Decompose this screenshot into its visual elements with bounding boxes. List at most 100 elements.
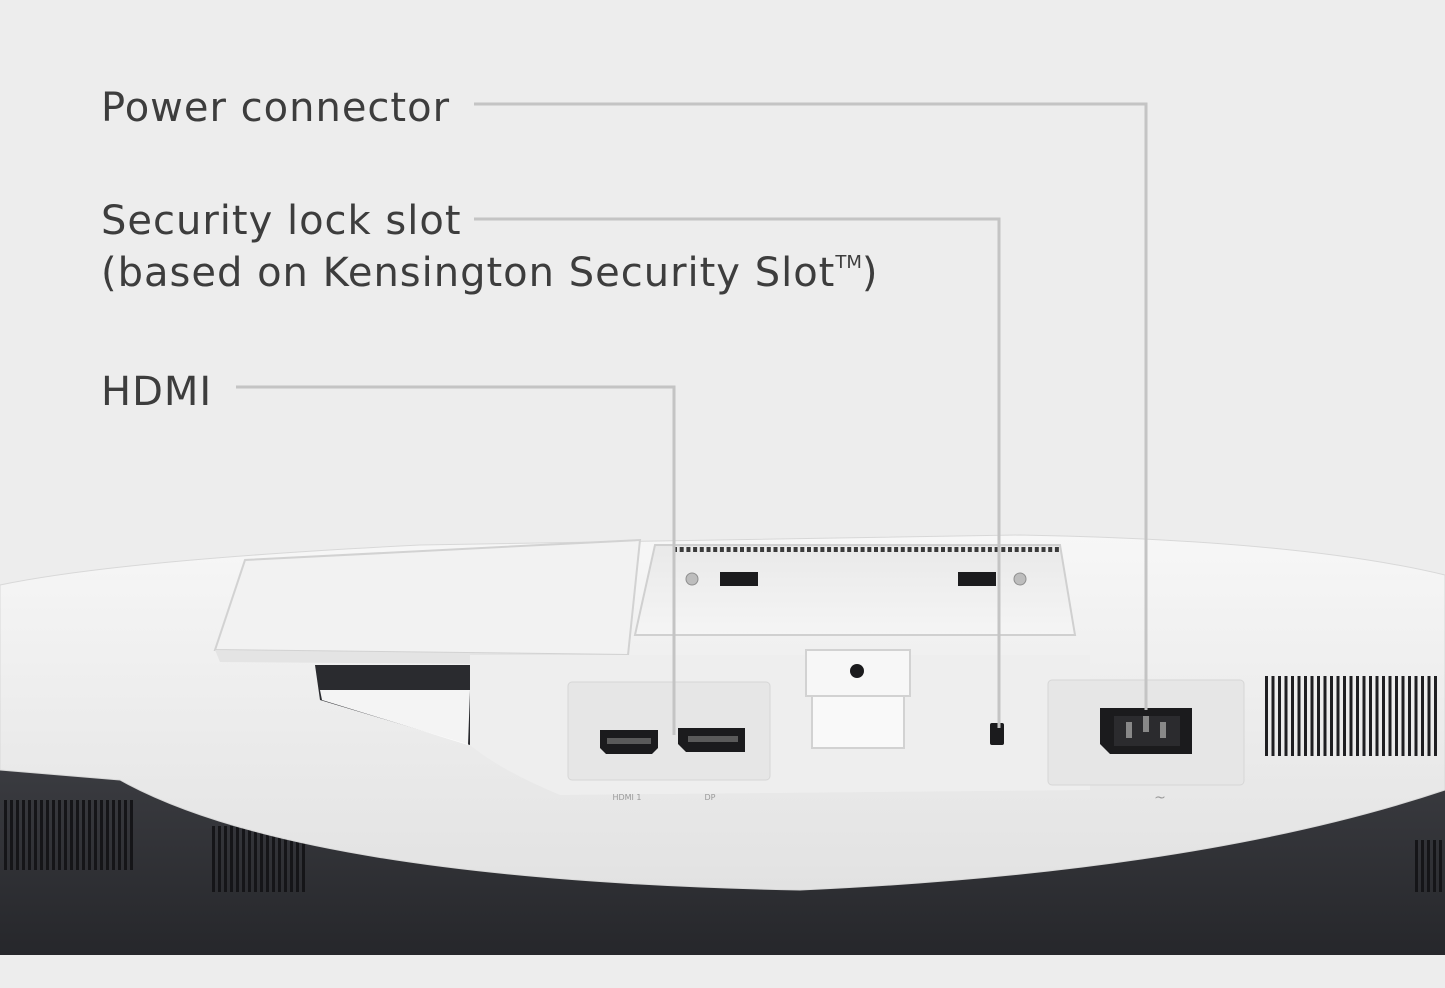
vent-slat — [212, 826, 215, 892]
vent-slat — [1395, 676, 1398, 756]
vent-dot — [934, 547, 939, 552]
vent-dot — [954, 547, 959, 552]
vent-dot — [967, 547, 972, 552]
vent-dot — [693, 547, 698, 552]
vent-slat — [266, 826, 269, 892]
vent-slat — [118, 800, 121, 870]
vent-dot — [914, 547, 919, 552]
vent-slat — [278, 826, 281, 892]
security-subtitle-close: ) — [861, 250, 879, 296]
vent-slat — [100, 800, 103, 870]
right-base-vent — [1415, 840, 1442, 892]
vent-dot — [1021, 547, 1026, 552]
video-port-bay — [567, 681, 771, 781]
vent-slat — [248, 826, 251, 892]
vent-dot — [987, 547, 992, 552]
vent-slat — [16, 800, 19, 870]
monitor-base-band — [0, 770, 1445, 955]
vent-slat — [52, 800, 55, 870]
vent-dot — [753, 547, 758, 552]
vent-slat — [284, 826, 287, 892]
vent-slat — [1375, 676, 1379, 756]
vent-dot — [726, 547, 731, 552]
vent-slat — [1278, 676, 1281, 756]
vent-slat — [1433, 840, 1436, 892]
vent-dot — [941, 547, 945, 552]
vent-slat — [4, 800, 7, 870]
vent-dot — [780, 547, 785, 552]
displayport-port — [678, 728, 745, 752]
vent-dot — [746, 547, 751, 552]
vent-slat — [1317, 676, 1320, 756]
vesa-vent-dots — [673, 547, 1059, 552]
vesa-recess — [633, 544, 1077, 636]
vent-slat — [46, 800, 49, 870]
vent-dot — [773, 547, 778, 552]
vent-slat — [254, 826, 257, 892]
vent-dot — [760, 547, 765, 552]
vent-slat — [1284, 676, 1288, 756]
power-connector-leader — [474, 102, 1148, 710]
vent-dot — [920, 547, 925, 552]
vent-dot — [994, 547, 999, 552]
vent-slat — [290, 826, 293, 892]
vent-slat — [1415, 840, 1418, 892]
vent-slat — [236, 826, 239, 892]
vent-slat — [70, 800, 73, 870]
vent-slat — [1291, 676, 1294, 756]
vent-dot — [800, 547, 805, 552]
vent-dot — [887, 547, 892, 552]
vent-slat — [58, 800, 61, 870]
vent-slat — [1356, 676, 1359, 756]
vent-slat — [1427, 840, 1430, 892]
vent-dot — [927, 547, 932, 552]
power-connector — [1100, 708, 1192, 754]
vent-slat — [22, 800, 25, 870]
vent-dot — [874, 547, 878, 552]
vent-slat — [1408, 676, 1411, 756]
vent-dot — [947, 547, 952, 552]
vent-slat — [1382, 676, 1385, 756]
vent-dot — [880, 547, 885, 552]
vent-slat — [230, 826, 233, 892]
security-lock-slot-label: Security lock slot (based on Kensington … — [101, 195, 879, 299]
vent-dot — [867, 547, 872, 552]
vent-dot — [1028, 547, 1033, 552]
security-lock-slot — [990, 723, 1004, 745]
trademark-symbol: TM — [835, 252, 862, 273]
vent-dot — [827, 547, 832, 552]
vent-slat — [1421, 676, 1424, 756]
vent-dot — [840, 547, 845, 552]
vent-dot — [847, 547, 852, 552]
vent-slat — [64, 800, 67, 870]
vent-dot — [981, 547, 986, 552]
vent-slat — [224, 826, 227, 892]
vent-dot — [733, 547, 738, 552]
vent-dot — [853, 547, 858, 552]
vent-dot — [686, 547, 691, 552]
vent-dot — [740, 547, 744, 552]
vent-dot — [961, 547, 966, 552]
vent-dot — [860, 547, 865, 552]
vent-dot — [766, 547, 771, 552]
vent-slat — [1414, 676, 1418, 756]
stand-mount-plate — [213, 538, 642, 657]
security-lock-slot-subtitle: (based on Kensington Security SlotTM) — [101, 247, 879, 299]
vent-slat — [10, 800, 13, 870]
vent-dot — [786, 547, 791, 552]
vent-slat — [1336, 676, 1340, 756]
vent-dot — [1048, 547, 1053, 552]
vent-slat — [124, 800, 127, 870]
vesa-slot-right — [958, 572, 996, 586]
vent-slat — [76, 800, 79, 870]
left-base-vent — [4, 800, 305, 892]
vent-dot — [1001, 547, 1006, 552]
vent-slat — [1323, 676, 1327, 756]
vent-slat — [218, 826, 221, 892]
vent-dot — [820, 547, 825, 552]
security-subtitle-text: (based on Kensington Security Slot — [101, 250, 836, 296]
vent-slat — [1388, 676, 1392, 756]
vent-slat — [82, 800, 85, 870]
vent-slat — [242, 826, 245, 892]
